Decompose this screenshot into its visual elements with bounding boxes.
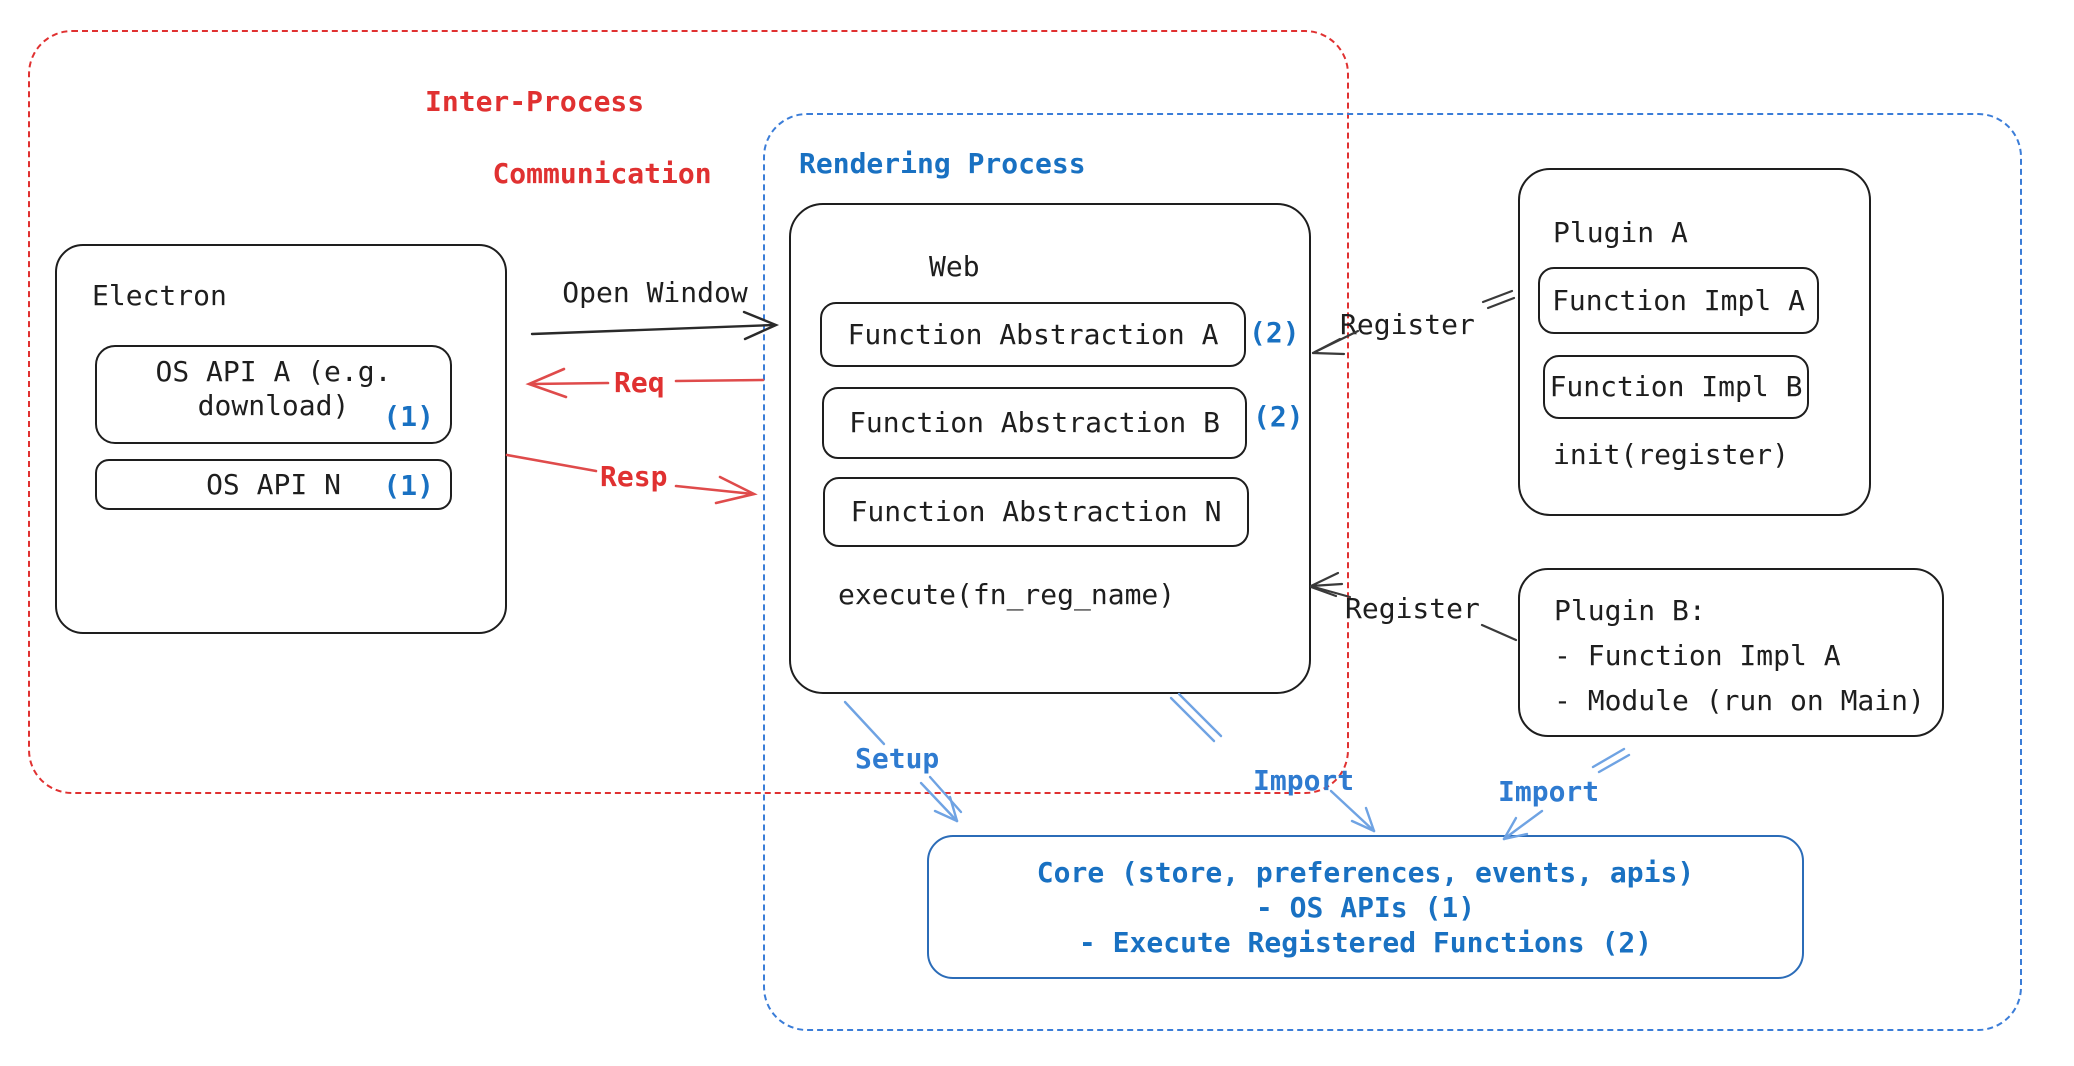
rendering-process-dashed-frame — [763, 113, 2022, 1031]
os-api-n-box: OS API N (1) — [95, 459, 452, 510]
rendering-process-label: Rendering Process — [799, 147, 1086, 180]
function-abstraction-a-box: Function Abstraction A — [820, 302, 1246, 367]
function-impl-b-box: Function Impl B — [1543, 355, 1809, 419]
os-api-a-label-line1: OS API A (e.g. — [155, 355, 392, 388]
function-impl-b-label: Function Impl B — [1549, 370, 1803, 404]
plugin-b-item2: - Module (run on Main) — [1554, 684, 1925, 717]
os-api-a-label-line2: download) — [197, 388, 350, 422]
import-web-label: Import — [1253, 764, 1355, 797]
req-label: Req — [614, 366, 665, 399]
os-api-a-badge: (1) — [383, 400, 434, 434]
web-title: Web — [929, 250, 980, 283]
init-register-label: init(register) — [1553, 438, 1790, 471]
function-abstraction-n-label: Function Abstraction N — [850, 495, 1222, 529]
function-impl-a-box: Function Impl A — [1538, 267, 1819, 334]
plugin-b-box: Plugin B: - Function Impl A - Module (ru… — [1518, 568, 1944, 737]
plugin-a-title: Plugin A — [1553, 216, 1688, 249]
os-api-a-box: OS API A (e.g. download) (1) — [95, 345, 452, 444]
resp-label: Resp — [600, 460, 668, 493]
core-line2: - OS APIs (1) — [1255, 890, 1476, 924]
function-impl-a-label: Function Impl A — [1552, 283, 1805, 317]
ipc-label-line1: Inter-Process — [425, 85, 645, 118]
setup-label: Setup — [855, 742, 940, 775]
os-api-n-label: OS API N — [206, 467, 341, 501]
ipc-label-line2: Communication — [492, 157, 712, 190]
ipc-dashed-frame — [28, 30, 1349, 794]
core-line3: - Execute Registered Functions (2) — [1078, 925, 1653, 959]
function-abstraction-n-box: Function Abstraction N — [823, 477, 1249, 547]
plugin-b-title: Plugin B: — [1554, 594, 1706, 627]
core-line1: Core (store, preferences, events, apis) — [1036, 855, 1695, 889]
function-abstraction-b-box: Function Abstraction B — [822, 387, 1247, 459]
function-abstraction-a-label: Function Abstraction A — [847, 317, 1219, 351]
os-api-n-badge: (1) — [383, 469, 434, 502]
import-plugin-label: Import — [1498, 775, 1600, 808]
open-window-label: Open Window — [562, 276, 748, 309]
function-abstraction-b-badge: (2) — [1253, 400, 1304, 433]
plugin-b-item1: - Function Impl A — [1554, 639, 1841, 672]
function-abstraction-b-label: Function Abstraction B — [849, 406, 1220, 440]
electron-title: Electron — [92, 279, 227, 312]
core-box: Core (store, preferences, events, apis) … — [927, 835, 1804, 979]
function-abstraction-a-badge: (2) — [1249, 316, 1300, 349]
plugin-a-box — [1518, 168, 1871, 516]
ipc-label: Inter-Process Communication — [425, 84, 712, 228]
execute-label: execute(fn_reg_name) — [838, 578, 1176, 611]
register-bottom-label: Register — [1345, 592, 1480, 625]
register-top-label: Register — [1340, 308, 1475, 341]
